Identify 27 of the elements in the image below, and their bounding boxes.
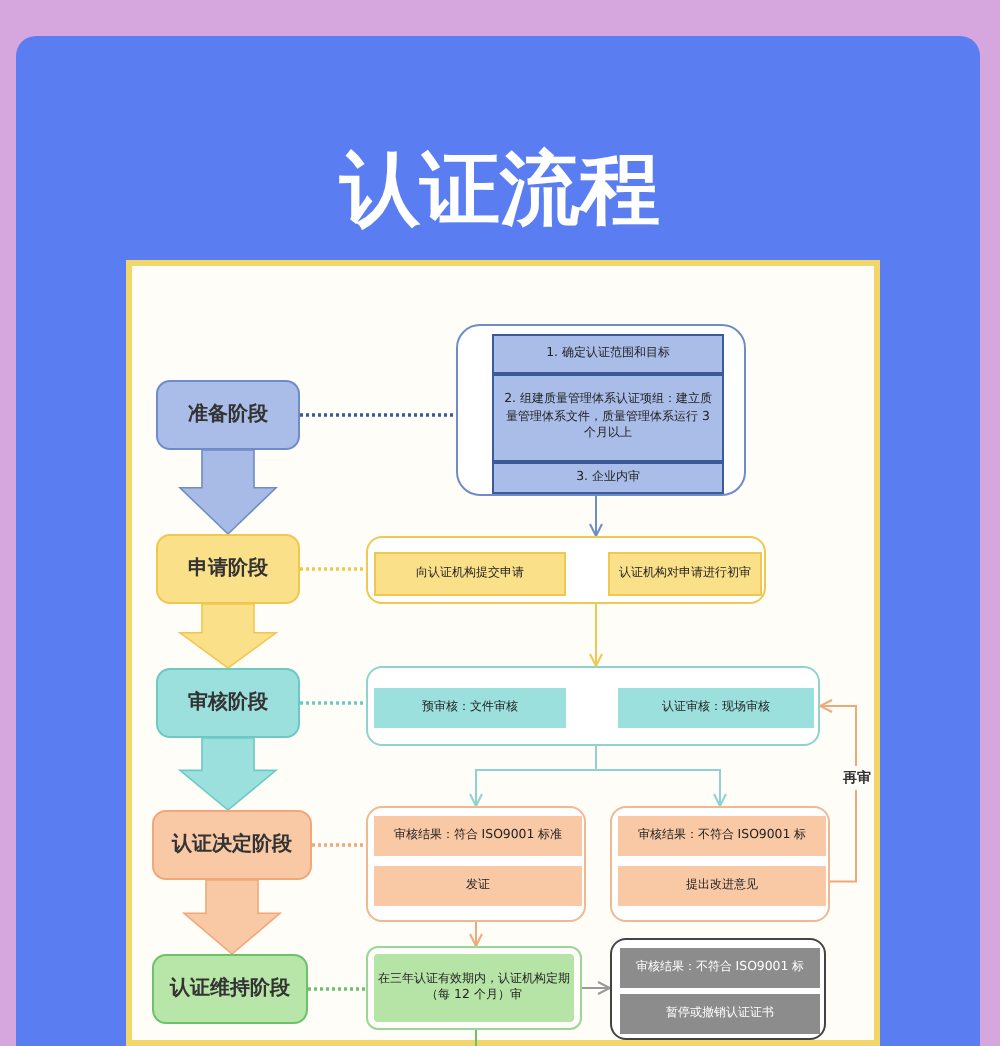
arrow [595,745,727,807]
title: 认证流程 [337,142,662,240]
arrow [819,699,857,883]
group-box [366,806,586,922]
dotted-connector [308,987,366,991]
stage-box: 准备阶段 [156,380,300,450]
group-box [456,324,746,496]
arrow [589,603,603,667]
block-arrow [177,603,279,669]
stage-box: 认证维持阶段 [152,954,308,1024]
dotted-connector [312,843,366,847]
group-box [610,806,830,922]
block-arrow [177,737,279,812]
group-box [366,536,766,604]
group-box [610,938,826,1040]
stage-box: 认证决定阶段 [152,810,312,880]
dotted-connector [300,413,456,417]
stage-box: 审核阶段 [156,668,300,738]
arrow [589,495,603,537]
block-arrow [178,449,278,536]
group-box [366,666,820,746]
dotted-connector [300,701,366,705]
arrow [469,921,483,947]
stage-box: 申请阶段 [156,534,300,604]
arrow [581,981,611,995]
block-arrow [181,879,283,956]
dotted-connector [300,567,366,571]
